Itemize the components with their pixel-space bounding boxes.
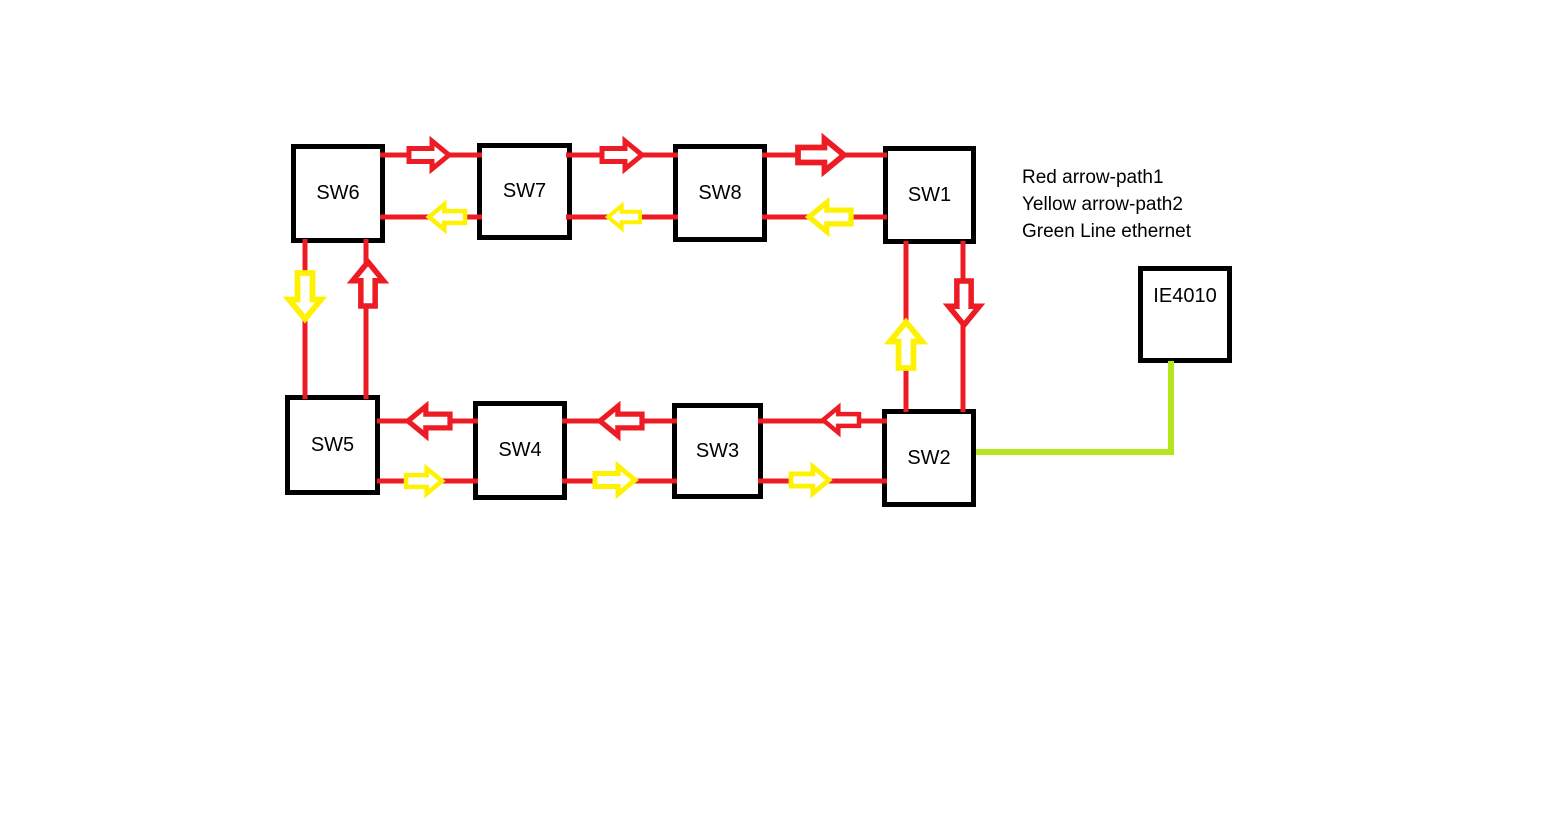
- arrow-sw1-sw2-path1: [942, 278, 986, 330]
- path1-block-arrow-icon: [599, 135, 646, 175]
- legend-item-path1: Red arrow-path1: [1022, 167, 1164, 188]
- node-label-sw2: SW2: [907, 446, 951, 469]
- node-sw4: SW4: [473, 401, 567, 500]
- arrow-sw4-sw5-path1: [403, 400, 453, 442]
- arrow-sw2-sw3-path1: [819, 402, 862, 438]
- legend-item-ethernet: Green Line ethernet: [1022, 221, 1192, 242]
- arrow-sw4-sw3-path2: [592, 460, 639, 500]
- arrow-sw3-sw4-path1: [595, 400, 645, 442]
- path1-block-arrow-icon: [942, 278, 986, 330]
- path2-block-arrow-icon: [883, 317, 929, 371]
- path1-block-arrow-icon: [403, 400, 453, 442]
- path2-block-arrow-icon: [604, 201, 643, 233]
- arrow-sw3-sw2-path2: [788, 461, 833, 499]
- node-sw7: SW7: [477, 143, 572, 240]
- node-sw1: SW1: [883, 146, 976, 244]
- path2-block-arrow-icon: [592, 460, 639, 500]
- node-label-sw7: SW7: [502, 180, 547, 202]
- arrow-sw7-sw8-path1: [599, 135, 646, 175]
- legend-item-path2: Yellow arrow-path2: [1022, 194, 1183, 215]
- node-label-sw6: SW6: [316, 182, 360, 204]
- arrow-sw5-sw4-path2: [403, 463, 446, 499]
- arrow-sw7-sw6-path2: [425, 199, 468, 235]
- path1-block-arrow-icon: [346, 257, 390, 309]
- arrow-sw5-sw6-path1: [346, 257, 390, 309]
- path1-block-arrow-icon: [406, 135, 453, 175]
- node-label-sw5: SW5: [310, 433, 355, 456]
- node-label-sw8: SW8: [698, 181, 742, 204]
- path2-block-arrow-icon: [282, 270, 328, 324]
- legend: Red arrow-path1 Yellow arrow-path2 Green…: [1022, 164, 1191, 245]
- arrow-sw8-sw1-path1: [795, 132, 849, 178]
- path1-block-arrow-icon: [795, 132, 849, 178]
- node-label-sw1: SW1: [907, 183, 952, 206]
- node-ie4010: IE4010: [1138, 266, 1232, 363]
- node-label-ie4010: IE4010: [1153, 285, 1217, 307]
- node-sw5: SW5: [285, 395, 380, 495]
- ethernet-line: [976, 361, 1174, 455]
- arrow-sw6-sw7-path1: [406, 135, 453, 175]
- path1-block-arrow-icon: [819, 402, 862, 438]
- node-sw2: SW2: [882, 409, 976, 507]
- arrow-sw6-sw5-path2: [282, 270, 328, 324]
- path2-block-arrow-icon: [788, 461, 833, 499]
- node-label-sw3: SW3: [695, 439, 740, 462]
- node-label-sw4: SW4: [498, 439, 542, 461]
- arrow-sw1-sw8-path2: [804, 196, 854, 238]
- path2-block-arrow-icon: [804, 196, 854, 238]
- arrow-sw2-sw1-path2: [883, 317, 929, 371]
- path1-block-arrow-icon: [595, 400, 645, 442]
- node-sw6: SW6: [291, 144, 385, 243]
- path2-block-arrow-icon: [403, 463, 446, 499]
- path2-block-arrow-icon: [425, 199, 468, 235]
- node-sw3: SW3: [672, 403, 763, 499]
- node-sw8: SW8: [673, 144, 767, 242]
- arrow-sw8-sw7-path2: [604, 201, 643, 233]
